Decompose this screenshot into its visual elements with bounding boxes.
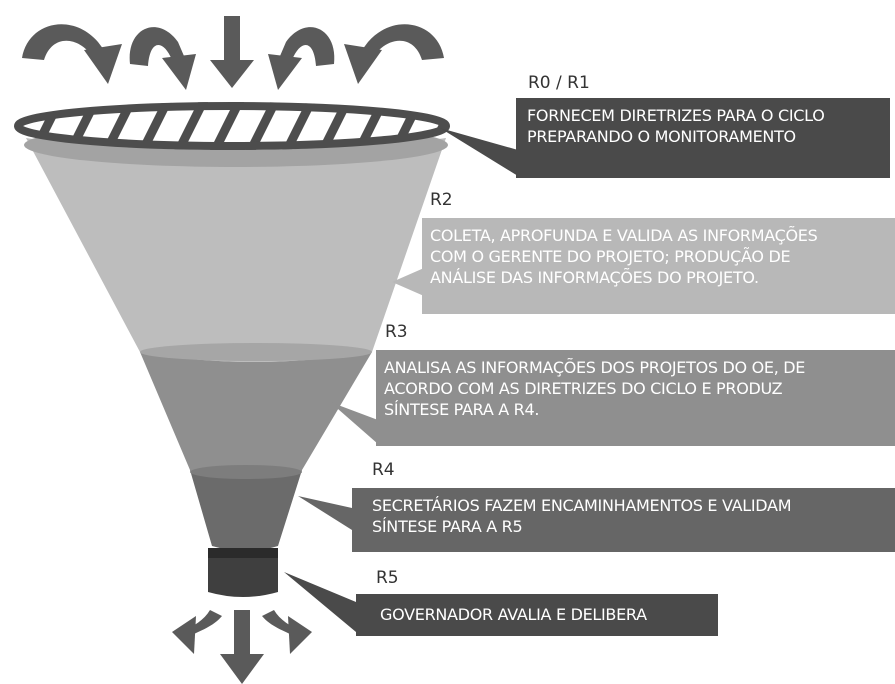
pointer-r5 — [284, 572, 356, 632]
stage-text-r2-line3: ANÁLISE DAS INFORMAÇÕES DO PROJETO. — [430, 268, 759, 287]
funnel-body — [14, 102, 450, 597]
callout-pointers — [284, 128, 518, 632]
stage-text-r2-line1: COLETA, APROFUNDA E VALIDA AS INFORMAÇÕE… — [430, 226, 818, 245]
stage-label-r2: R2 — [430, 190, 453, 210]
incoming-arrow-far-right — [344, 24, 444, 84]
incoming-arrow-far-left — [22, 24, 122, 84]
incoming-arrow-left — [129, 27, 196, 90]
stage-text-r4-line1: SECRETÁRIOS FAZEM ENCAMINHAMENTOS E VALI… — [372, 496, 792, 515]
stage-text-r3-line2: ACORDO COM AS DIRETRIZES DO CICLO E PROD… — [384, 379, 783, 398]
funnel-spout — [208, 548, 278, 597]
pointer-r4 — [298, 496, 352, 530]
funnel-section-r2 — [26, 138, 446, 362]
stage-box-r4: SECRETÁRIOS FAZEM ENCAMINHAMENTOS E VALI… — [352, 488, 895, 552]
pointer-r3 — [330, 402, 378, 444]
pointer-r0r1 — [440, 128, 518, 176]
stage-box-r2: COLETA, APROFUNDA E VALIDA AS INFORMAÇÕE… — [422, 218, 895, 314]
stage-text-r3-line1: ANALISA AS INFORMAÇÕES DOS PROJETOS DO O… — [384, 358, 806, 377]
pointer-r2 — [392, 268, 424, 296]
stage-text-r2-line2: COM O GERENTE DO PROJETO; PRODUÇÃO DE — [430, 247, 791, 266]
incoming-arrow-center — [210, 16, 254, 88]
stage-text-r4-line2: SÍNTESE PARA A R5 — [372, 517, 523, 536]
stage-box-r0r1: FORNECEM DIRETRIZES PARA O CICLO PREPARA… — [516, 98, 890, 178]
incoming-arrows — [22, 16, 444, 90]
stage-label-r0r1: R0 / R1 — [528, 73, 590, 93]
outgoing-arrow-center — [220, 610, 264, 684]
stage-label-r3: R3 — [385, 322, 408, 342]
outgoing-arrows — [172, 610, 312, 684]
funnel-section-r4 — [190, 470, 302, 551]
outgoing-arrow-left — [172, 610, 222, 654]
stage-text-r3-line3: SÍNTESE PARA A R4. — [384, 400, 540, 419]
stage-text-r0r1-line1: FORNECEM DIRETRIZES PARA O CICLO — [527, 106, 825, 125]
stage-box-r3: ANALISA AS INFORMAÇÕES DOS PROJETOS DO O… — [376, 350, 895, 446]
stage-box-r5: GOVERNADOR AVALIA E DELIBERA — [356, 594, 718, 636]
stage-label-r5: R5 — [376, 568, 399, 588]
funnel-section-r3 — [140, 352, 372, 478]
incoming-arrow-right — [268, 27, 335, 90]
outgoing-arrow-right — [262, 610, 312, 654]
funnel-rim — [14, 102, 450, 150]
stage-label-r4: R4 — [372, 460, 395, 480]
stage-text-r0r1-line2: PREPARANDO O MONITORAMENTO — [527, 127, 796, 146]
stage-text-r5-line1: GOVERNADOR AVALIA E DELIBERA — [380, 605, 647, 624]
